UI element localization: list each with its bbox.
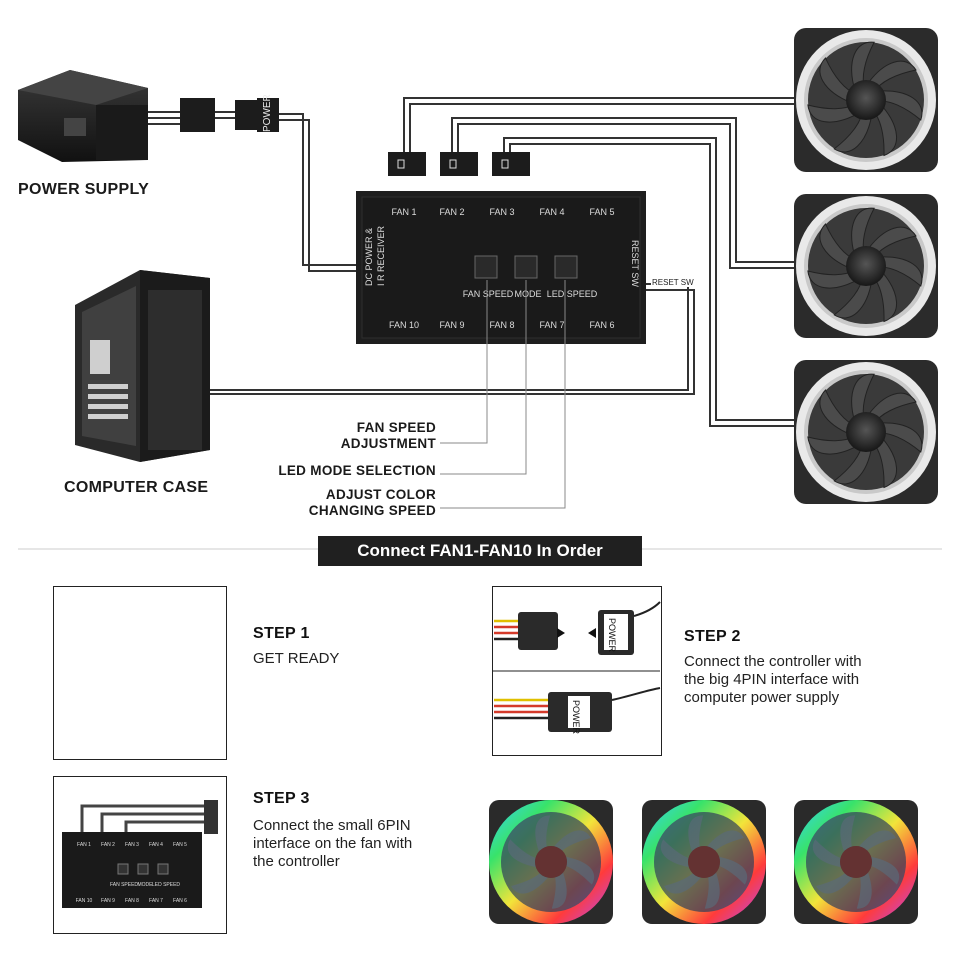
- step3-port-top-2: FAN 2: [101, 842, 115, 848]
- connector-icon: [180, 98, 215, 132]
- step3-port-top-4: FAN 4: [149, 842, 163, 848]
- led-mode-annotation: LED MODE SELECTION: [278, 463, 436, 478]
- step1-description: GET READY: [253, 650, 340, 667]
- step2-image-box: [492, 586, 662, 756]
- step3-port-bottom-3: FAN 8: [125, 898, 139, 904]
- step3-title: STEP 3: [253, 790, 310, 807]
- port-label-top-4: FAN 4: [539, 207, 564, 217]
- step3-top-ports: FAN 1 FAN 2 FAN 3 FAN 4 FAN 5: [77, 842, 187, 848]
- step3-port-top-3: FAN 3: [125, 842, 139, 848]
- rgb-fan-icon: [794, 800, 918, 924]
- button-label-1: FAN SPEED: [463, 289, 514, 299]
- power-supply-label: POWER SUPPLY: [18, 181, 150, 198]
- rgb-fan-icon: [642, 800, 766, 924]
- reset-tag: [651, 276, 689, 287]
- step3-port-bottom-1: FAN 10: [76, 898, 93, 904]
- step3-image-box: [53, 776, 227, 934]
- step1-image-box: [53, 586, 227, 760]
- computer-case-icon: [75, 270, 210, 462]
- port-label-bottom-2: FAN 9: [439, 320, 464, 330]
- step3-port-bottom-4: FAN 7: [149, 898, 163, 904]
- step3-button-2: MODE: [138, 882, 154, 888]
- step2-title: STEP 2: [684, 628, 741, 645]
- section-banner: Connect FAN1-FAN10 In Order: [318, 536, 642, 566]
- controller-icon: [356, 191, 646, 344]
- power-plug-text: POWER: [262, 94, 273, 132]
- port-label-top-5: FAN 5: [589, 207, 614, 217]
- controller-bottom-ports: FAN 10 FAN 9 FAN 8 FAN 7 FAN 6: [389, 320, 615, 330]
- step1-title: STEP 1: [253, 625, 310, 642]
- button-label-3: LED SPEED: [547, 289, 598, 299]
- fan-icon: [793, 359, 939, 505]
- reset-tag-text: RESET SW: [652, 278, 694, 287]
- power-plug: [257, 98, 279, 132]
- step3-button-1: FAN SPEED: [110, 882, 138, 888]
- fan-speed-annotation-1: FAN SPEED: [356, 420, 436, 435]
- step3-bottom-ports: FAN 10 FAN 9 FAN 8 FAN 7 FAN 6: [76, 898, 188, 904]
- step3-controller-icon: [62, 800, 218, 908]
- step3-port-top-1: FAN 1: [77, 842, 91, 848]
- connector-icon: [492, 152, 530, 176]
- adjust-color-annotation-1: ADJUST COLOR: [325, 487, 436, 502]
- step3-port-bottom-2: FAN 9: [101, 898, 115, 904]
- adjust-color-annotation-2: CHANGING SPEED: [308, 503, 436, 518]
- step2-plug-text-1: POWER: [607, 618, 617, 653]
- port-label-top-1: FAN 1: [391, 207, 416, 217]
- fan-icon: [793, 193, 939, 339]
- step3-button-3: LED SPEED: [152, 882, 180, 888]
- fan-cables: [403, 97, 800, 427]
- annotation-lines: [440, 280, 566, 509]
- power-supply-icon: [18, 70, 148, 162]
- step3-description: Connect the small 6PIN interface on the …: [253, 817, 413, 870]
- rgb-fan-icon: [489, 800, 613, 924]
- controller-left-text-2: I R RECEIVER: [376, 225, 386, 286]
- port-label-bottom-5: FAN 6: [589, 320, 614, 330]
- step3-port-bottom-5: FAN 6: [173, 898, 187, 904]
- controller-left-text-1: DC POWER &: [364, 228, 374, 286]
- fan-speed-annotation-2: ADJUSTMENT: [340, 436, 436, 451]
- fan-icon: [793, 27, 939, 173]
- port-label-top-2: FAN 2: [439, 207, 464, 217]
- connector-icon: [235, 100, 257, 130]
- step2-plug-text-2: POWER: [571, 700, 581, 735]
- port-label-top-3: FAN 3: [489, 207, 514, 217]
- port-label-bottom-3: FAN 8: [489, 320, 514, 330]
- psu-cable: [148, 111, 358, 272]
- computer-case-label: COMPUTER CASE: [64, 479, 209, 496]
- button-label-2: MODE: [515, 289, 542, 299]
- controller-top-ports: FAN 1 FAN 2 FAN 3 FAN 4 FAN 5: [391, 207, 614, 217]
- step2-connector-icon: [493, 601, 661, 732]
- step3-port-top-5: FAN 5: [173, 842, 187, 848]
- port-label-bottom-1: FAN 10: [389, 320, 419, 330]
- connector-icon: [388, 152, 426, 176]
- controller-right-text: RESET SW: [630, 240, 640, 287]
- step2-description: Connect the controller with the big 4PIN…: [684, 653, 862, 706]
- port-label-bottom-4: FAN 7: [539, 320, 564, 330]
- connector-icon: [440, 152, 478, 176]
